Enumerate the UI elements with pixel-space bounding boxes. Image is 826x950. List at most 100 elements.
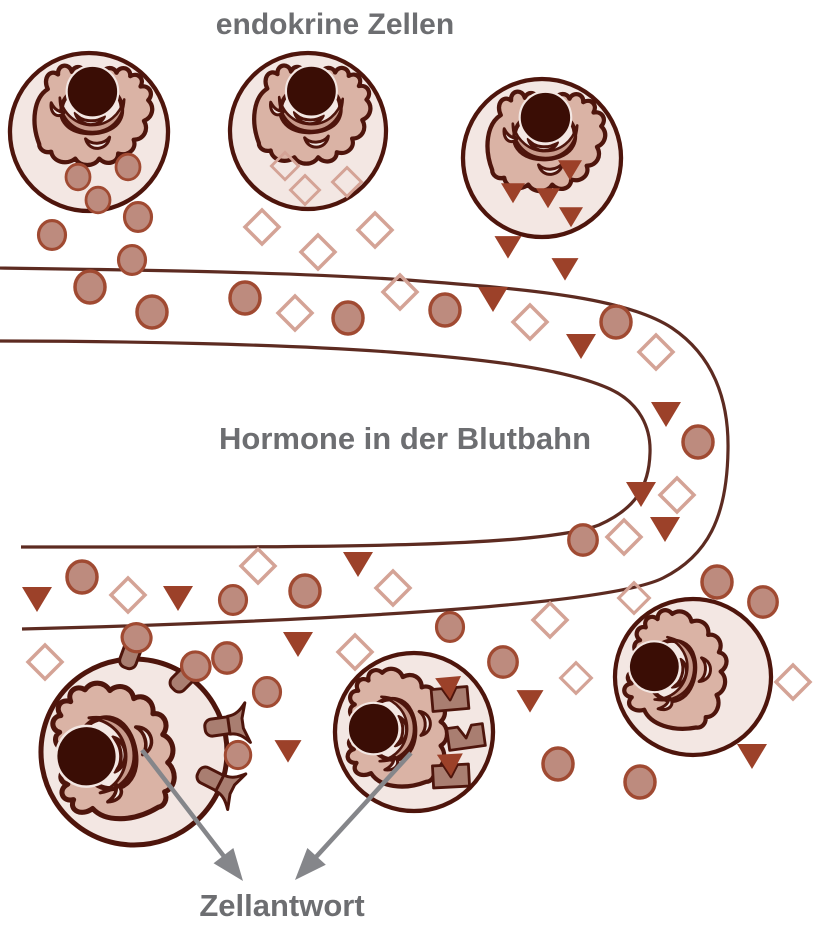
hormone-triangle [494, 236, 522, 259]
endocrine-cell-2 [230, 53, 386, 209]
hormone-diamond [355, 210, 395, 250]
hormone-circle [567, 523, 599, 557]
hormone-diamond [530, 600, 570, 640]
hormone-diamond [510, 302, 550, 342]
hormone-diamond [380, 272, 420, 312]
hormone-molecules [22, 150, 813, 800]
hormone-diamond [604, 517, 644, 557]
hormone-circle [623, 764, 657, 800]
hormone-triangle [650, 517, 680, 542]
internal-receptors [429, 675, 487, 790]
hormone-circle [331, 300, 365, 336]
membrane-receptor-bound [118, 622, 153, 671]
hormone-diamond [373, 568, 413, 608]
receptor-fork-tip [226, 701, 252, 744]
hormone-diamond [275, 293, 315, 333]
arrow-head [295, 847, 326, 880]
membrane-receptor-forked [203, 701, 252, 744]
receptor-slot [445, 722, 487, 752]
hormone-circle [428, 292, 462, 328]
target-cell-membrane-receptors [26, 644, 242, 860]
cell-response-label: Zellantwort [199, 888, 365, 923]
endocrine-cell-3 [463, 79, 621, 237]
vessel-inner-wall [0, 339, 652, 549]
hormone-diamond [298, 232, 338, 272]
bloodstream-hormones-label: Hormone in der Blutbahn [219, 421, 591, 456]
hormone-circle [217, 584, 249, 616]
internal-receptor-empty [445, 722, 487, 752]
hormone-diamond [657, 475, 697, 515]
hormone-triangle [516, 690, 544, 713]
hormone-triangle [559, 207, 583, 228]
hormone-diamond [773, 662, 813, 702]
hormone-triangle [566, 334, 596, 359]
hormone-circle [36, 219, 68, 251]
hormone-triangle [22, 587, 52, 612]
hormone-circle [434, 611, 466, 643]
hormone-diamond [269, 150, 301, 182]
hormone-circle [541, 746, 575, 782]
hormone-diamond [25, 642, 65, 682]
hormone-triangle [283, 632, 313, 657]
hormone-diamond [558, 660, 594, 696]
hormone-circle [135, 294, 169, 330]
receptor-slot [431, 762, 471, 790]
internal-receptor-bound [429, 675, 471, 713]
hormone-triangle [551, 258, 579, 281]
hormone-circle [487, 645, 519, 679]
arrow-line [140, 748, 228, 861]
bound-hormone-triangle [435, 675, 462, 699]
hormone-triangle [737, 744, 767, 769]
hormone-triangle [163, 586, 193, 611]
hormone-circle [122, 201, 154, 233]
membrane-receptor-bound [168, 650, 212, 694]
internal-receptor-bound [431, 753, 471, 790]
bound-hormone-circle [179, 650, 212, 683]
hormone-circle [228, 280, 262, 316]
hormone-triangle [343, 552, 373, 577]
hormone-circle [681, 424, 715, 460]
endocrine-cells-label: endokrine Zellen [215, 8, 455, 41]
bound-hormone-triangle [436, 753, 463, 776]
hormone-circle [84, 185, 112, 215]
hormone-circle [114, 152, 142, 182]
arrow-line [312, 751, 413, 861]
hormone-diamond [288, 173, 322, 207]
hormone-circle [64, 162, 92, 192]
hormone-circle [700, 564, 734, 600]
receptor-slot [429, 685, 471, 713]
endocrine-cell-1 [10, 53, 168, 211]
vessel-outer-wall [0, 266, 730, 631]
hormone-circle [223, 739, 253, 771]
hormone-diamond [335, 632, 375, 672]
hormone-triangle [478, 287, 508, 312]
hormone-triangle [501, 183, 525, 204]
hormone-triangle [274, 740, 302, 763]
hormone-diamond [330, 165, 364, 199]
bound-hormone-circle [120, 622, 153, 654]
hormone-diamond [242, 207, 282, 247]
hormone-diamond [616, 580, 652, 616]
hormone-circle [73, 269, 107, 305]
arrow-head [213, 848, 243, 881]
hormone-circle [211, 641, 243, 675]
hormone-diamond [108, 575, 148, 615]
response-arrows [140, 748, 413, 881]
hormone-triangle [536, 188, 560, 209]
receptor-fork-tip [214, 772, 248, 812]
membrane-receptors [118, 622, 252, 812]
hormone-triangle [626, 482, 656, 507]
hormone-circle [251, 676, 283, 708]
hormone-circle [65, 559, 99, 595]
hormone-diamond [238, 546, 278, 586]
hormone-circle [116, 244, 148, 276]
hormone-circle [747, 585, 779, 619]
hormone-circle [288, 573, 322, 609]
hormone-triangle [651, 402, 681, 427]
hormone-triangle [558, 160, 582, 181]
hormone-diamond [636, 332, 676, 372]
membrane-receptor-forked [195, 765, 248, 812]
hormone-circle [599, 304, 633, 340]
